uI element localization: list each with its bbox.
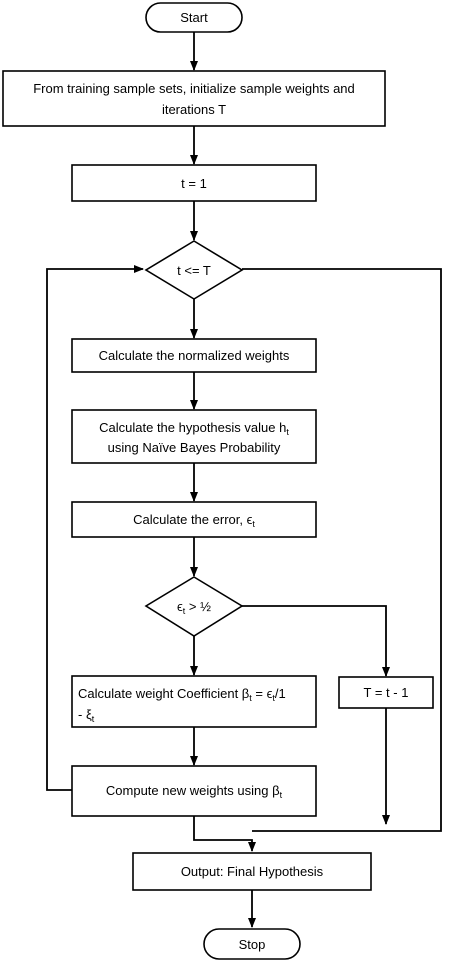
start-label: Start (180, 10, 208, 25)
loop-condition-node: t <= T (144, 240, 244, 300)
decrement-node: T = t - 1 (338, 676, 434, 709)
stop-label: Stop (239, 937, 266, 952)
init-label-line2: iterations T (162, 102, 226, 117)
connectors (46, 32, 442, 928)
coefficient-node: Calculate weight Coefficient βt = ϵt/1 -… (71, 675, 317, 728)
coefficient-label-line2: - ξt (78, 707, 95, 724)
update-label: Compute new weights using βt (106, 783, 283, 800)
coefficient-label-line1: Calculate weight Coefficient βt = ϵt/1 (78, 686, 286, 703)
error-condition-node: ϵt > ½ (144, 576, 244, 637)
t-init-node: t = 1 (71, 164, 317, 202)
init-label-line1: From training sample sets, initialize sa… (33, 81, 355, 96)
output-label: Output: Final Hypothesis (181, 864, 324, 879)
edge-condition-to-decrement (242, 605, 390, 677)
stop-node: Stop (203, 928, 301, 960)
loop-condition-label: t <= T (177, 263, 211, 278)
error-condition-label: ϵt > ½ (177, 599, 211, 616)
decrement-label: T = t - 1 (364, 685, 409, 700)
update-node: Compute new weights using βt (71, 765, 317, 817)
hypothesis-node: Calculate the hypothesis value ht using … (71, 409, 317, 464)
error-label: Calculate the error, ϵt (133, 512, 255, 529)
output-node: Output: Final Hypothesis (132, 852, 372, 891)
t-init-label: t = 1 (181, 176, 207, 191)
hypothesis-label-line2: using Naïve Bayes Probability (108, 440, 281, 455)
edge-update-loop-back (46, 265, 144, 791)
edge-update-to-output (193, 816, 256, 852)
hypothesis-label-line1: Calculate the hypothesis value ht (99, 420, 289, 437)
edge-loop-exit (242, 268, 442, 832)
init-node: From training sample sets, initialize sa… (2, 70, 386, 127)
normalize-node: Calculate the normalized weights (71, 338, 317, 373)
normalize-label: Calculate the normalized weights (99, 348, 290, 363)
error-node: Calculate the error, ϵt (71, 501, 317, 538)
start-node: Start (145, 2, 243, 33)
